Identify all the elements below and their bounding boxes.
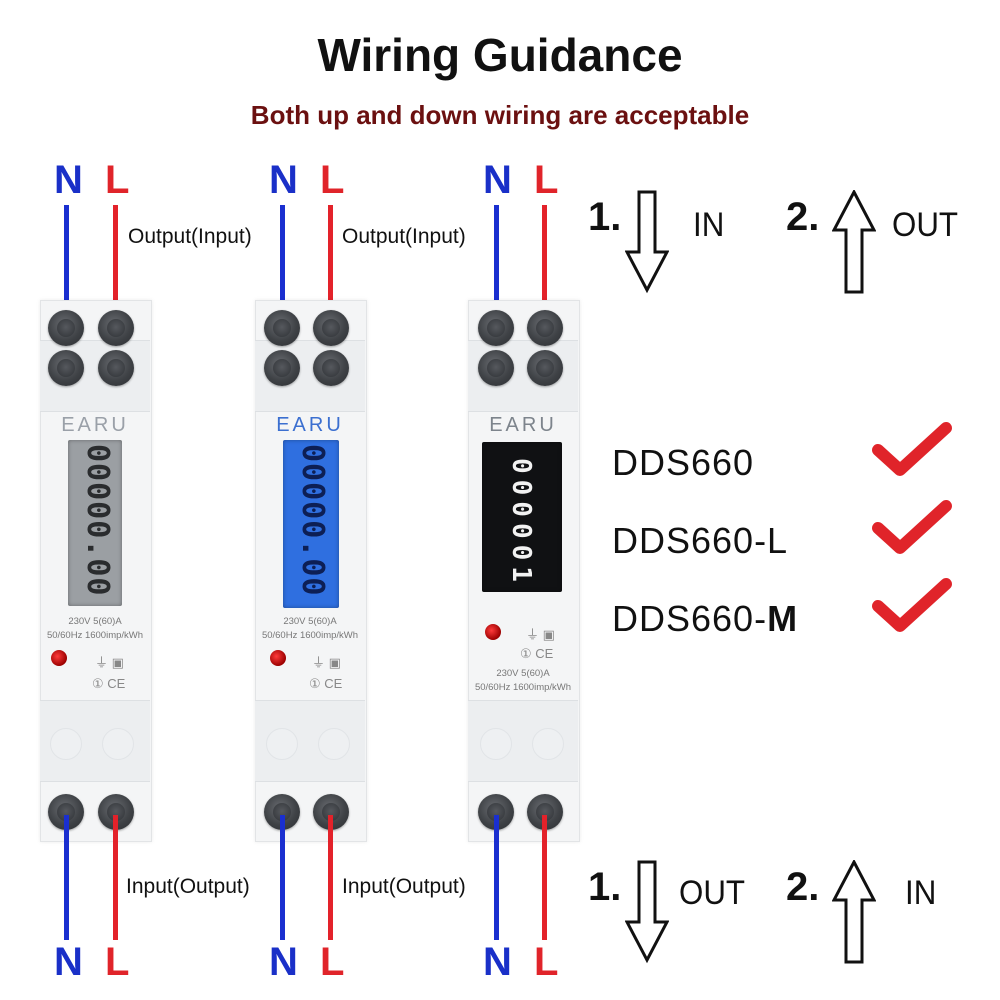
neutral-label: N <box>54 158 83 202</box>
cover-button <box>50 728 82 760</box>
display-digits: 00000.00 <box>295 444 330 597</box>
pulse-led-icon <box>270 650 286 666</box>
neutral-label: N <box>269 940 298 984</box>
step-label: OUT <box>892 206 959 244</box>
step-number: 1. <box>588 195 622 239</box>
cert-marks: ① CE <box>92 676 126 691</box>
terminal-screw <box>527 350 563 386</box>
earth-symbol-icon: ⏚ ▣ <box>526 627 555 642</box>
terminal-screw <box>527 310 563 346</box>
brand-logo: EARU <box>276 414 344 436</box>
live-wire <box>113 205 118 325</box>
live-label: L <box>320 158 345 202</box>
page-title: Wiring Guidance <box>317 29 683 81</box>
spec-frequency-constant: 50/60Hz 1600imp/kWh <box>474 682 572 693</box>
cert-marks: ① CE <box>520 646 554 661</box>
live-label: L <box>105 158 130 202</box>
arrow-up-icon <box>832 190 876 294</box>
page-subtitle: Both up and down wiring are acceptable <box>250 100 750 130</box>
neutral-wire <box>494 205 499 325</box>
display-digits: 00000.00 <box>80 444 115 597</box>
cover-button <box>480 728 512 760</box>
live-label: L <box>320 940 345 984</box>
terminal-screw <box>478 350 514 386</box>
neutral-wire <box>64 205 69 325</box>
spec-frequency-constant: 50/60Hz 1600imp/kWh <box>46 630 144 641</box>
counter-display: 000001 <box>482 442 562 592</box>
step-number: 2. <box>786 195 820 239</box>
spec-frequency-constant: 50/60Hz 1600imp/kWh <box>261 630 359 641</box>
live-label: L <box>534 158 559 202</box>
checkmark-icon <box>872 578 952 632</box>
cover-button <box>102 728 134 760</box>
terminal-screw <box>264 350 300 386</box>
neutral-wire <box>280 205 285 325</box>
neutral-wire <box>64 815 69 940</box>
live-wire <box>542 815 547 940</box>
step-label: IN <box>905 874 937 912</box>
step-label: IN <box>693 206 725 244</box>
terminal-screw <box>478 794 514 830</box>
cover-button <box>318 728 350 760</box>
terminal-screw <box>478 310 514 346</box>
earth-symbol-icon: ⏚ ▣ <box>95 655 124 670</box>
live-wire <box>542 205 547 325</box>
lcd-display: 00000.00 <box>283 440 339 608</box>
cover-button <box>266 728 298 760</box>
cover-button <box>532 728 564 760</box>
spec-voltage-current: 230V 5(60)A <box>283 616 337 627</box>
step-label: OUT <box>679 874 746 912</box>
annotation-input-output: Input(Output) <box>342 875 466 898</box>
lcd-display: 00000.00 <box>68 440 122 606</box>
terminal-screw <box>48 310 84 346</box>
terminal-screw <box>313 310 349 346</box>
brand-logo: EARU <box>489 414 557 436</box>
step-number: 1. <box>588 865 622 909</box>
neutral-label: N <box>483 158 512 202</box>
model-name: DDS660-M <box>612 598 799 639</box>
checkmark-icon <box>872 500 952 554</box>
terminal-screw <box>264 310 300 346</box>
model-name: DDS660 <box>612 442 755 483</box>
neutral-label: N <box>54 940 83 984</box>
terminal-screw <box>98 350 134 386</box>
pulse-led-icon <box>485 624 501 640</box>
arrow-down-icon <box>625 860 669 964</box>
spec-voltage-current: 230V 5(60)A <box>68 616 122 627</box>
arrow-up-icon <box>832 860 876 964</box>
spec-voltage-current: 230V 5(60)A <box>496 668 550 679</box>
live-wire <box>328 815 333 940</box>
cert-marks: ① CE <box>309 676 343 691</box>
brand-logo: EARU <box>61 414 129 436</box>
terminal-screw <box>48 350 84 386</box>
live-label: L <box>534 940 559 984</box>
pulse-led-icon <box>51 650 67 666</box>
step-number: 2. <box>786 865 820 909</box>
arrow-down-icon <box>625 190 669 294</box>
neutral-label: N <box>483 940 512 984</box>
neutral-wire <box>494 815 499 940</box>
annotation-output-input: Output(Input) <box>342 225 466 248</box>
live-wire <box>113 815 118 940</box>
live-wire <box>328 205 333 325</box>
earth-symbol-icon: ⏚ ▣ <box>312 655 341 670</box>
checkmark-icon <box>872 422 952 476</box>
neutral-label: N <box>269 158 298 202</box>
counter-digits: 000001 <box>506 458 536 588</box>
annotation-input-output: Input(Output) <box>126 875 250 898</box>
terminal-screw <box>98 310 134 346</box>
terminal-screw <box>264 794 300 830</box>
neutral-wire <box>280 815 285 940</box>
terminal-screw <box>313 350 349 386</box>
live-label: L <box>105 940 130 984</box>
model-name: DDS660-L <box>612 520 789 561</box>
annotation-output-input: Output(Input) <box>128 225 252 248</box>
